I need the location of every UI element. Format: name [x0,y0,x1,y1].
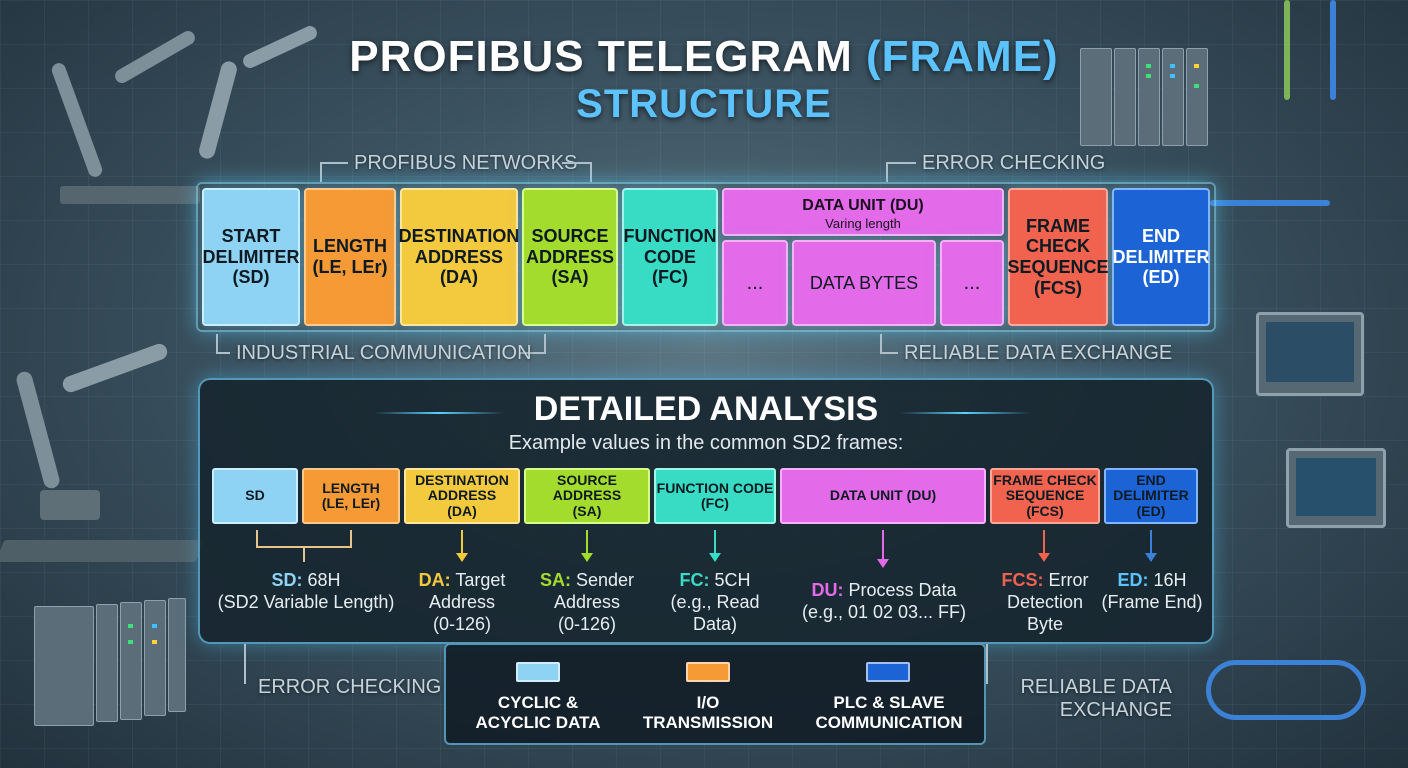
page-title-line2: STRUCTURE [576,82,832,126]
frame-field-sa: SOURCE ADDRESS (SA) [522,188,618,326]
analysis-box-du: DATA UNIT (DU) [780,468,986,524]
bracket-line [216,334,218,354]
title-glow-left [374,412,504,414]
du-title: DATA UNIT (DU) [802,197,924,214]
legend-swatch-io [686,662,730,682]
sd-bracket [303,546,305,562]
label-profibus-networks: PROFIBUS NETWORKS [354,152,578,174]
du-data-bytes: DATA BYTES [792,240,936,326]
title-line1: PROFIBUS TELEGRAM [349,32,853,81]
legend-label-cyclic: CYCLIC & ACYCLIC DATA [475,693,601,733]
analysis-box-sd: SD [212,468,298,524]
bracket-line [886,162,888,182]
legend-swatch-cyclic [516,662,560,682]
footer-line-right [986,644,988,684]
bracket-line [216,352,230,354]
note-fc: FC: 5CH (e.g., Read Data) [670,570,760,634]
sd-bracket [350,530,352,548]
frame-field-fcs: FRAME CHECK SEQUENCE (FCS) [1007,188,1109,326]
bracket-line [880,334,882,354]
bracket-line [520,352,544,354]
du-subtitle: Varing length [825,216,901,231]
arrow-fc [709,530,721,562]
legend-label-io: I/O TRANSMISSION [642,693,774,733]
bracket-line [590,162,592,182]
note-sa: SA: Sender Address (0-126) [539,570,635,634]
arrow-fcs [1038,530,1050,562]
note-sd: SD: 68H (SD2 Variable Length) [217,570,395,612]
analysis-box-ed: END DELIMITER (ED) [1104,468,1198,524]
frame-field-fc: FUNCTION CODE (FC) [622,188,718,326]
label-reliable-data-exchange-bottom: RELIABLE DATA EXCHANGE [1020,676,1172,721]
analysis-subtitle: Example values in the common SD2 frames: [508,432,904,454]
telegram-frame [196,182,1216,332]
arrow-du [877,530,889,568]
bracket-line [886,162,916,164]
label-error-checking-bottom: ERROR CHECKING [258,676,442,698]
arrow-ed [1145,530,1157,562]
note-ed: ED: 16H (Frame End) [1101,570,1203,612]
sd-bracket [256,530,258,548]
frame-field-le: LENGTH (LE, LEr) [304,188,396,326]
bracket-line [544,334,546,354]
frame-field-sd: START DELIMITER (SD) [202,188,300,326]
title-accent: (FRAME) [865,32,1059,81]
bracket-line [320,162,322,182]
bracket-line [562,162,590,164]
label-reliable-data-exchange: RELIABLE DATA EXCHANGE [904,342,1173,364]
analysis-box-le: LENGTH (LE, LEr) [302,468,400,524]
analysis-box-sa: SOURCE ADDRESS (SA) [524,468,650,524]
bracket-line [320,162,348,164]
arrow-da [456,530,468,562]
frame-field-du-header: DATA UNIT (DU) Varing length [722,188,1004,236]
frame-field-ed: END DELIMITER (ED) [1112,188,1210,326]
footer-line-left [244,644,246,684]
legend-panel [444,643,986,745]
frame-field-da: DESTINATION ADDRESS (DA) [399,188,519,326]
analysis-title: DETAILED ANALYSIS [533,390,879,428]
analysis-box-da: DESTINATION ADDRESS (DA) [404,468,520,524]
du-ellipsis-right: ... [940,240,1004,326]
note-du: DU: Process Data (e.g., 01 02 03... FF) [801,580,967,622]
arrow-sa [581,530,593,562]
title-glow-right [900,412,1030,414]
analysis-box-fc: FUNCTION CODE (FC) [654,468,776,524]
label-error-checking-top: ERROR CHECKING [922,152,1106,174]
label-industrial-communication: INDUSTRIAL COMMUNICATION [236,342,532,364]
du-ellipsis-left: ... [722,240,788,326]
note-fcs: FCS: Error Detection Byte [1001,570,1089,634]
analysis-box-fcs: FRAME CHECK SEQUENCE (FCS) [990,468,1100,524]
legend-label-plc: PLC & SLAVE COMMUNICATION [815,693,963,733]
page-title: PROFIBUS TELEGRAM (FRAME) [0,32,1408,82]
legend-swatch-plc [866,662,910,682]
bracket-line [880,352,898,354]
note-da: DA: Target Address (0-126) [418,570,506,634]
